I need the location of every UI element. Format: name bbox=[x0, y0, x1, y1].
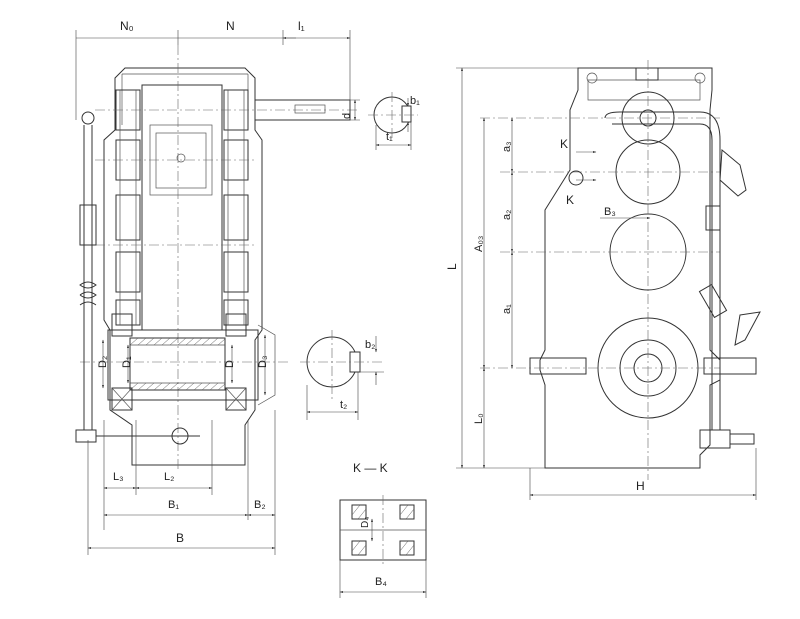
dim-label-d3: D₃ bbox=[257, 356, 269, 368]
input-shaft-section bbox=[368, 92, 418, 150]
section-title-kk: K — K bbox=[353, 461, 388, 475]
dim-label-l: L bbox=[445, 263, 459, 270]
dim-label-a1: a₁ bbox=[501, 304, 513, 314]
dim-label-l2: L₂ bbox=[164, 471, 174, 483]
dim-label-b3: B₃ bbox=[604, 206, 616, 218]
front-housing-outline bbox=[539, 67, 721, 469]
dim-label-a3: a₃ bbox=[501, 141, 513, 152]
dim-label-d4: D₄ bbox=[360, 517, 371, 528]
dim-label-h: H bbox=[636, 479, 645, 493]
oil-gauge-rod bbox=[75, 111, 200, 445]
oil-pipe bbox=[604, 111, 721, 430]
dim-label-t1: t₁ bbox=[386, 131, 393, 143]
side-view bbox=[75, 30, 360, 555]
dim-label-a03: A₀₃ bbox=[473, 236, 485, 252]
dim-label-n0: N₀ bbox=[120, 19, 134, 33]
dim-label-b2-key: b₂ bbox=[365, 339, 375, 351]
right-bearing-stack bbox=[223, 89, 249, 326]
output-hollow-shaft bbox=[107, 313, 276, 411]
dim-label-l3: L₃ bbox=[113, 471, 124, 483]
dim-label-b4: B₄ bbox=[375, 576, 387, 588]
dim-label-n: N bbox=[226, 19, 235, 33]
dim-label-t2: t₂ bbox=[340, 399, 347, 411]
front-view bbox=[456, 60, 761, 500]
dim-label-l1: l₁ bbox=[298, 19, 305, 33]
kk-section bbox=[339, 495, 427, 598]
dim-label-b: B bbox=[176, 531, 184, 545]
dim-label-b1: b₁ bbox=[410, 95, 420, 107]
left-bearing-stack bbox=[115, 89, 141, 326]
dim-label-d2: D₂ bbox=[97, 356, 109, 368]
output-shaft-section bbox=[300, 330, 385, 420]
section-marker-k-lower: K bbox=[566, 193, 574, 207]
dim-label-a2: a₂ bbox=[501, 210, 513, 220]
dim-label-d1: D₁ bbox=[121, 356, 133, 368]
dim-label-b2: B₂ bbox=[254, 499, 266, 511]
dim-label-d: d bbox=[341, 113, 353, 119]
dim-label-d-hub: D bbox=[224, 360, 236, 368]
section-marker-k-upper: K bbox=[560, 137, 568, 151]
dim-label-l0: L₀ bbox=[473, 413, 485, 424]
dim-label-b1-left: B₁ bbox=[168, 499, 179, 511]
input-shaft bbox=[254, 99, 360, 121]
center-frame bbox=[141, 84, 223, 331]
housing-outline bbox=[103, 67, 263, 466]
